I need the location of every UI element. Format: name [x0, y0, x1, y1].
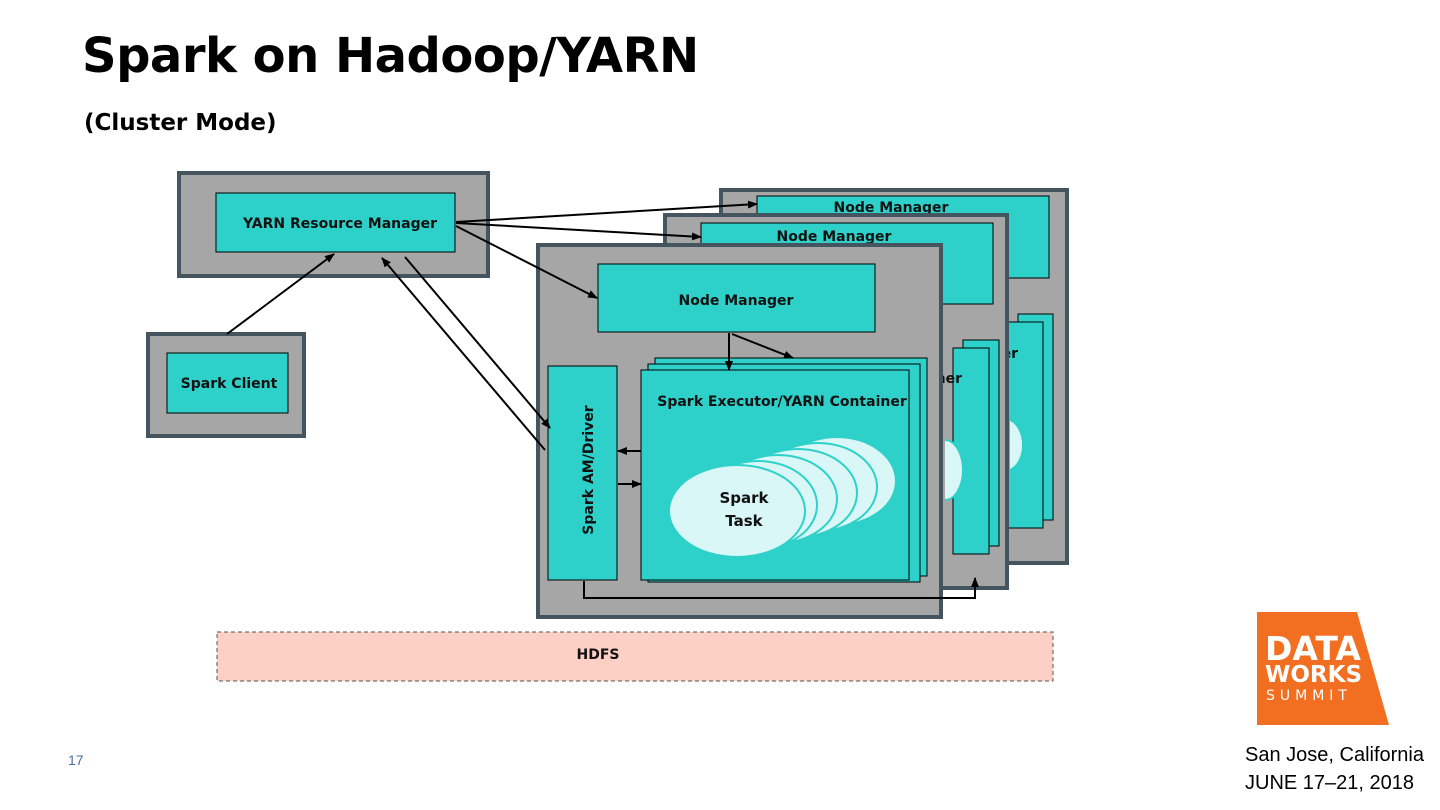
event-info: San Jose, California JUNE 17–21, 2018 — [1245, 741, 1424, 797]
node-front: Node Manager Spark Executor/YARN Contain… — [536, 243, 943, 619]
dataworks-summit-logo: DATA WORKS SUMMIT — [1257, 612, 1389, 725]
task-label-line2: Task — [725, 512, 763, 530]
arrow-driver-to-remote-executors — [583, 577, 979, 599]
connection-arrows — [226, 200, 979, 599]
slide-title: Spark on Hadoop/YARN — [82, 28, 699, 84]
event-dates: JUNE 17–21, 2018 — [1245, 772, 1415, 794]
page-number: 17 — [68, 752, 84, 768]
node-manager-back-1-label: Node Manager — [777, 229, 892, 245]
logo-line3: SUMMIT — [1266, 688, 1352, 704]
driver-box — [547, 365, 618, 581]
spark-client-label: Spark Client — [181, 376, 278, 392]
arrow-rm-to-node2 — [455, 222, 702, 241]
executor-label: Spark Executor/YARN Container — [657, 394, 907, 410]
arrow-driver-to-rm — [381, 257, 546, 451]
logo-background — [1257, 612, 1389, 725]
arrow-rm-to-node3 — [455, 200, 758, 223]
task-label-line1: Spark — [719, 489, 769, 507]
logo-line1: DATA — [1265, 629, 1361, 668]
hdfs-layer: HDFS — [216, 631, 1054, 682]
arrow-rm-to-driver — [404, 256, 551, 429]
arrow-client-to-rm — [226, 253, 335, 335]
node-manager-label: Node Manager — [679, 293, 794, 309]
resource-manager-label: YARN Resource Manager — [242, 216, 437, 232]
event-location: San Jose, California — [1245, 744, 1424, 766]
slide-subtitle: (Cluster Mode) — [84, 110, 277, 136]
task-stack: Spark Task — [668, 436, 897, 558]
driver-label: Spark AM/Driver — [581, 405, 597, 534]
hdfs-label: HDFS — [577, 647, 620, 663]
resource-manager: YARN Resource Manager — [177, 171, 490, 278]
node-manager-back-2-label: Node Manager — [834, 200, 949, 216]
spark-client: Spark Client — [146, 332, 306, 438]
logo-line2: WORKS — [1265, 662, 1362, 688]
arrow-rm-to-node1 — [455, 225, 598, 299]
arrow-nm-to-executor-2 — [731, 333, 794, 359]
